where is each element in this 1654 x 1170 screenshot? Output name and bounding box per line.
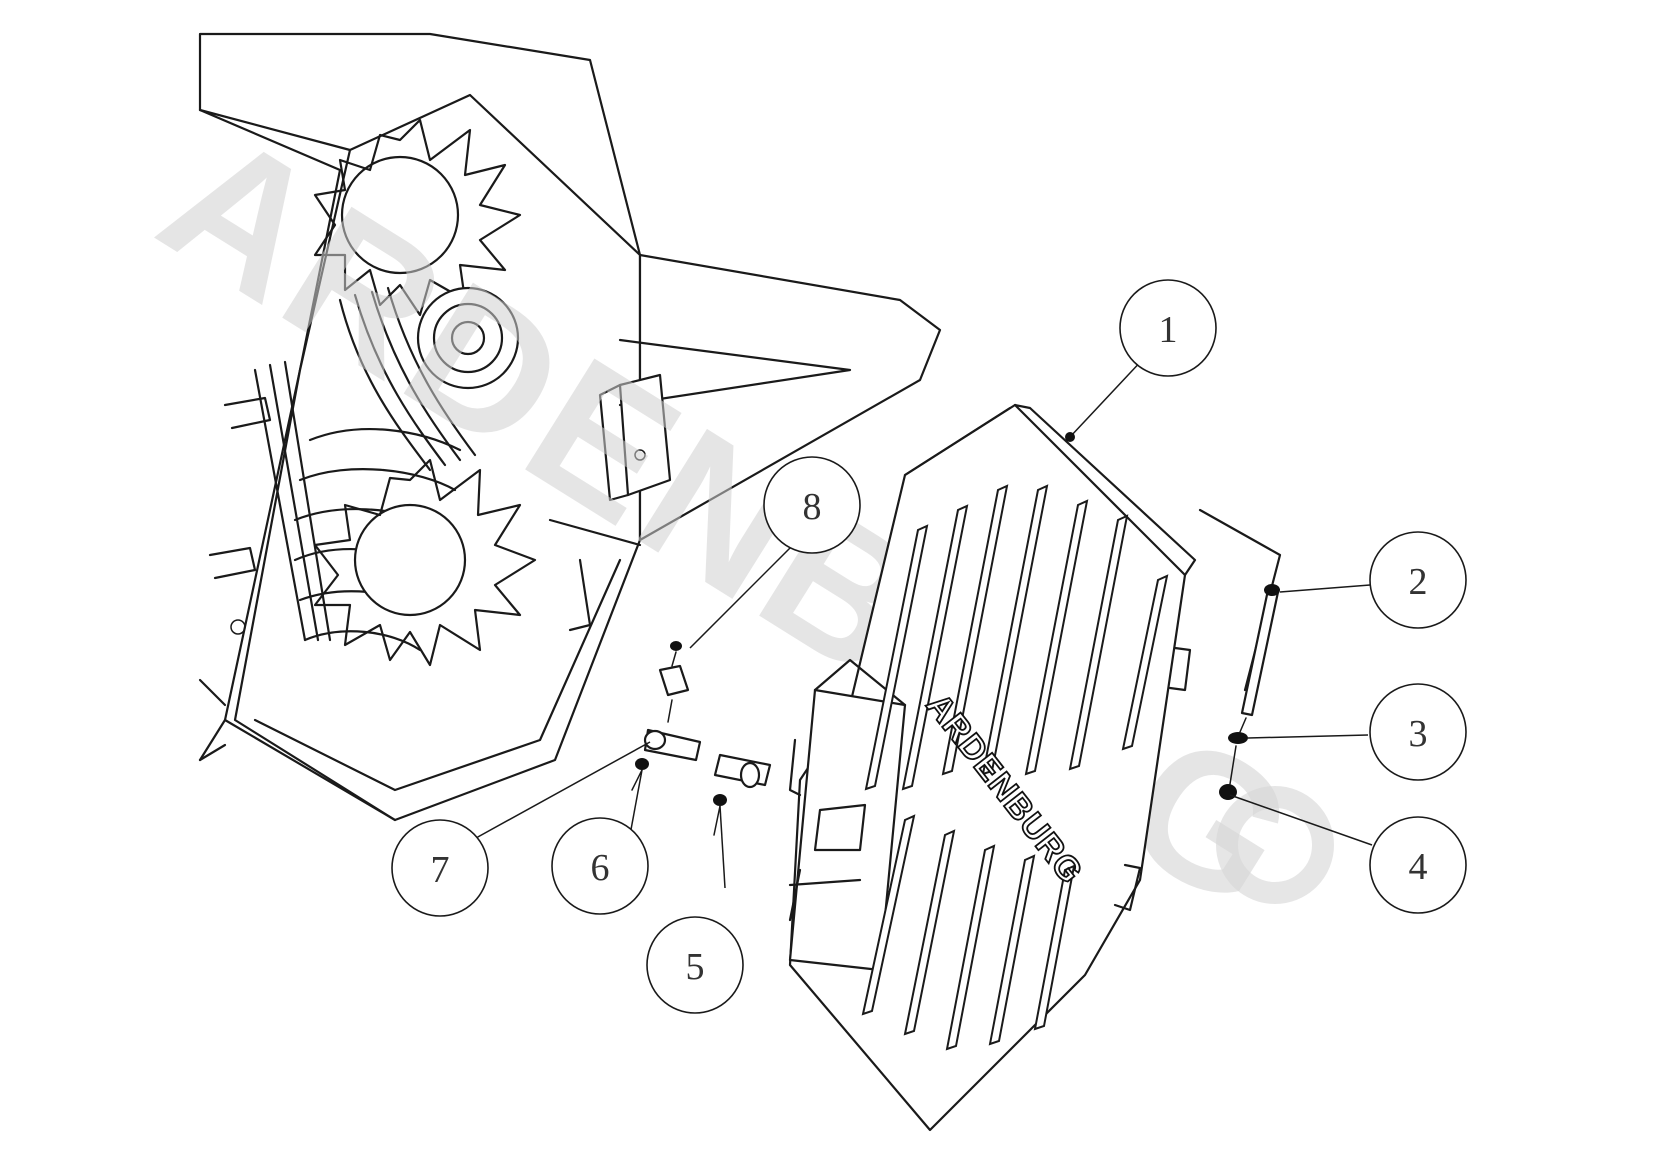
callout-3: 3 (1369, 683, 1467, 781)
svg-text:2: 2 (1409, 561, 1428, 603)
vent-slots (861, 484, 1169, 1051)
svg-text:7: 7 (431, 849, 450, 891)
machine-housing (198, 32, 942, 822)
callout-7: 7 (391, 819, 489, 917)
svg-text:3: 3 (1409, 713, 1428, 755)
svg-text:8: 8 (803, 486, 822, 528)
callout-4: 4 (1369, 816, 1467, 914)
svg-text:5: 5 (686, 946, 705, 988)
spring-clip (788, 738, 802, 797)
latch-pin (658, 641, 690, 697)
nut (1219, 784, 1237, 800)
callout-6: 6 (551, 817, 649, 915)
callout-5: 5 (646, 916, 744, 1014)
svg-text:6: 6 (591, 847, 610, 889)
latch-body (643, 728, 772, 789)
svg-text:1: 1 (1159, 309, 1178, 351)
hinge-pin (1240, 584, 1280, 717)
washer (1228, 732, 1248, 744)
leader-lines (475, 356, 1373, 889)
gear-icon (1216, 786, 1334, 904)
callout-8: 8 (763, 456, 861, 554)
svg-text:4: 4 (1409, 846, 1428, 888)
callout-1: 1 (1119, 279, 1217, 377)
callout-2: 2 (1369, 531, 1467, 629)
cover-plate: ARDENBURG (788, 403, 1197, 1132)
